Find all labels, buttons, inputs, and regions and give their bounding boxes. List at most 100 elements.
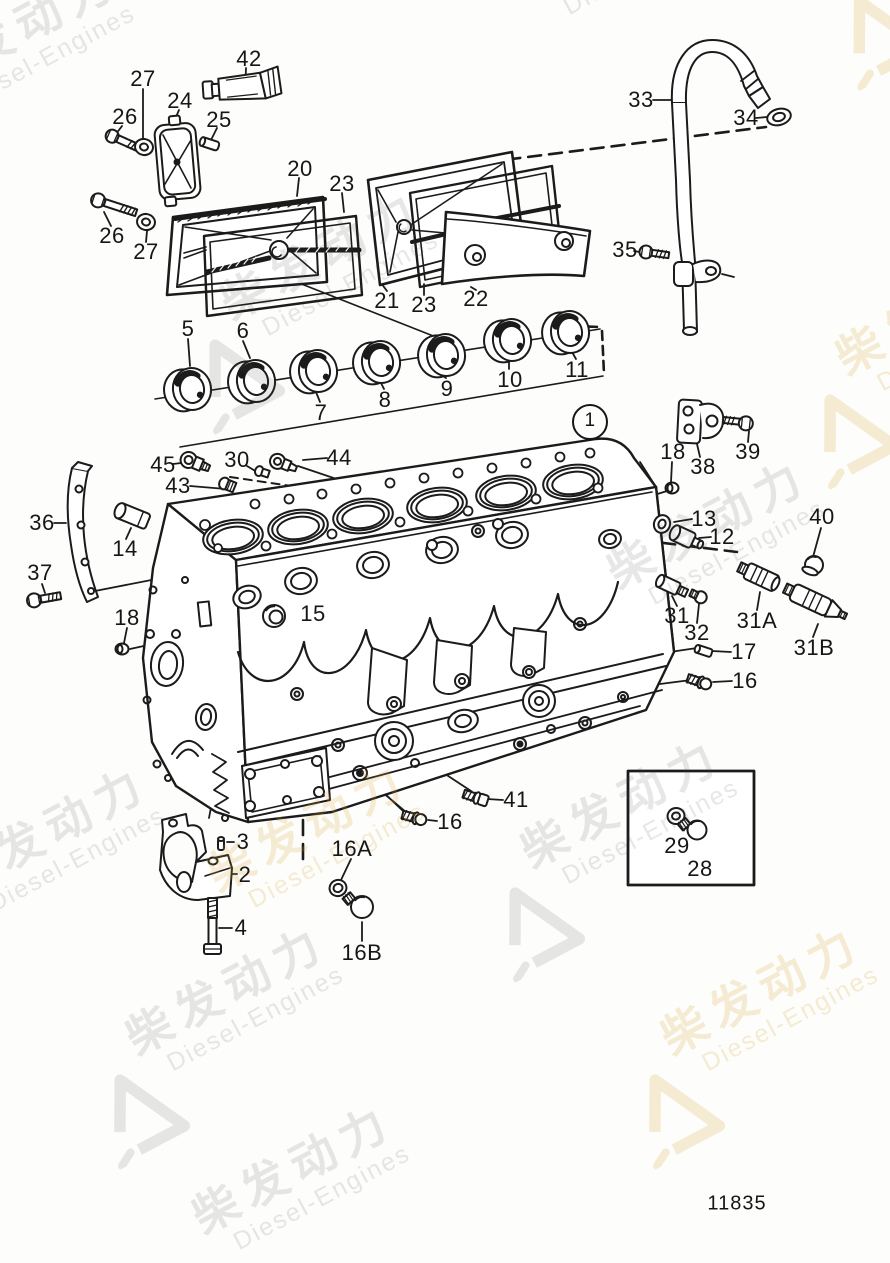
part-label-39: 39 (735, 439, 761, 464)
nut-43 (218, 476, 238, 494)
lifting-bracket-38 (676, 398, 725, 445)
part-label-34: 34 (733, 105, 759, 130)
bolt-39 (721, 415, 754, 432)
plug-18-left (114, 642, 130, 656)
part-label-3: 3 (236, 829, 250, 854)
bolt-37 (26, 591, 63, 609)
part-label-27: 27 (133, 239, 159, 264)
part-label-6: 6 (236, 318, 250, 343)
mount-bracket-2 (159, 813, 233, 901)
washer-13 (652, 514, 672, 534)
sender-45 (179, 451, 212, 473)
deck-bolt-holes (199, 447, 604, 553)
oil-pipe-33 (670, 39, 771, 336)
part-label-16B: 16B (341, 940, 383, 965)
part-label-36: 36 (29, 510, 55, 535)
part-label-43: 43 (165, 473, 191, 498)
part-label-10: 10 (497, 367, 523, 392)
part-label-35: 35 (612, 237, 638, 262)
plug-14 (113, 502, 151, 530)
part-label-18: 18 (660, 439, 686, 464)
engine-block (141, 437, 676, 824)
part-label-33: 33 (628, 87, 654, 112)
plug-32 (688, 588, 708, 605)
part-label-32: 32 (684, 620, 710, 645)
fitting-12 (668, 524, 705, 550)
figure-code: 11835 (707, 1192, 767, 1215)
part-label-5: 5 (181, 316, 195, 341)
sealant-tube-42 (201, 65, 283, 101)
plug-16-bottom (400, 809, 428, 827)
part-label-21: 21 (374, 288, 400, 313)
part-label-29: 29 (664, 833, 690, 858)
part-label-45: 45 (150, 452, 176, 477)
part-label-31B: 31B (793, 635, 835, 660)
core-plug-bosses (284, 518, 622, 596)
seal-ring-34 (766, 107, 792, 127)
part-label-28: 28 (687, 856, 713, 881)
part-label-13: 13 (691, 506, 717, 531)
part-label-1: 1 (572, 404, 608, 440)
cover-plate-22 (440, 210, 592, 286)
part-label-16A: 16A (331, 836, 373, 861)
part-label-7: 7 (314, 400, 328, 425)
bolt-26-lower (90, 192, 139, 218)
part-label-12: 12 (709, 524, 735, 549)
part-label-9: 9 (440, 376, 454, 401)
plug-28 (676, 816, 708, 841)
plug-16-right (685, 673, 713, 691)
cap-40 (801, 555, 824, 577)
part-label-38: 38 (690, 454, 716, 479)
bolt-35 (638, 244, 671, 260)
sender-44 (269, 452, 298, 473)
part-label-26: 26 (112, 104, 138, 129)
mount-lugs (367, 627, 547, 716)
part-label-41: 41 (503, 787, 529, 812)
plug-41 (461, 788, 490, 808)
part-label-42: 42 (236, 46, 262, 71)
cylinder-bores (202, 463, 604, 556)
washer-27-upper (134, 137, 154, 157)
valve-31B (781, 582, 849, 621)
part-label-20: 20 (287, 156, 313, 181)
part-label-16: 16 (732, 668, 758, 693)
side-cover-pad (241, 747, 331, 819)
part-label-16: 16 (437, 809, 463, 834)
cover-24 (153, 114, 202, 208)
pin-17 (693, 643, 714, 658)
part-label-18: 18 (114, 605, 140, 630)
fitting-31 (654, 573, 690, 598)
part-label-22: 22 (463, 286, 489, 311)
part-label-31: 31 (664, 603, 690, 628)
part-label-26: 26 (99, 223, 125, 248)
part-label-31A: 31A (736, 608, 778, 633)
cup-plug-15 (232, 584, 286, 628)
pin-25 (198, 136, 221, 152)
part-label-23: 23 (329, 171, 355, 196)
part-label-27: 27 (130, 66, 156, 91)
part-label-4: 4 (234, 915, 248, 940)
part-label-14: 14 (112, 536, 138, 561)
part-label-30: 30 (224, 447, 250, 472)
part-label-2: 2 (238, 862, 252, 887)
part-label-24: 24 (167, 88, 193, 113)
bracket-strip-36 (66, 461, 99, 603)
part-label-15: 15 (300, 601, 326, 626)
union-31A (736, 561, 781, 592)
gasket-23-left (202, 214, 364, 318)
plug-18-upper (664, 481, 680, 495)
part-label-25: 25 (206, 107, 232, 132)
pin-3 (217, 836, 225, 851)
part-label-37: 37 (27, 560, 53, 585)
plug-16B (341, 891, 374, 919)
part-label-23: 23 (411, 292, 437, 317)
washer-27-lower (136, 212, 156, 232)
inset-box (626, 769, 756, 887)
plug-30 (254, 465, 271, 479)
part-label-11: 11 (565, 357, 589, 382)
part-label-40: 40 (809, 504, 835, 529)
part-label-17: 17 (731, 639, 757, 664)
